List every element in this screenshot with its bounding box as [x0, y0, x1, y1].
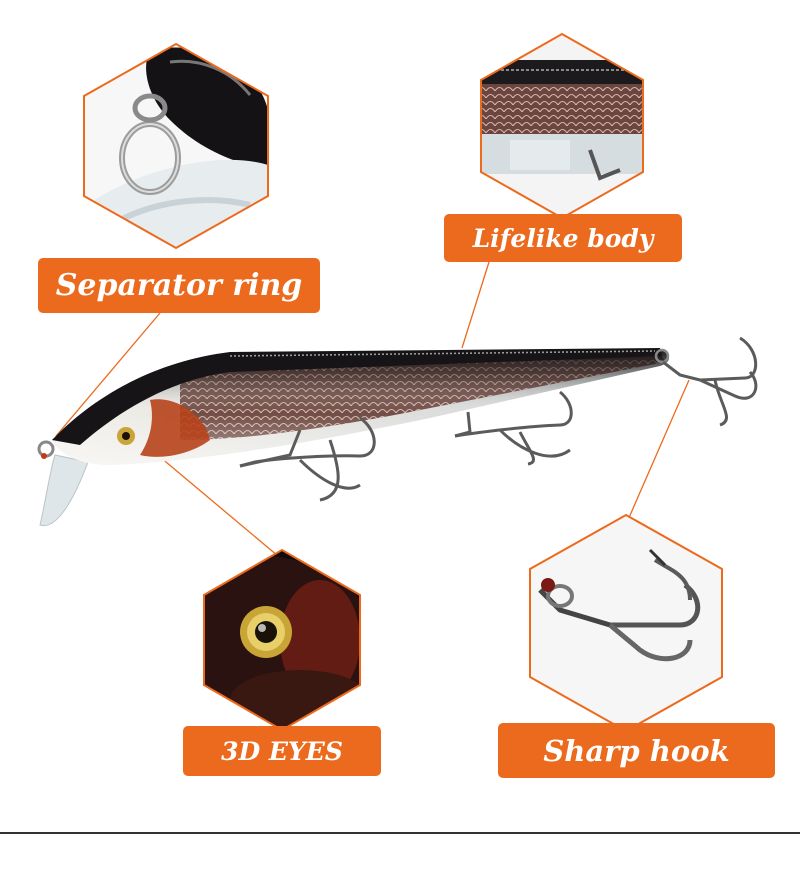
tail-treble-hook: [662, 336, 758, 427]
lure-gill: [140, 399, 210, 457]
treble-hooks: [239, 336, 758, 502]
lure-lip: [39, 454, 89, 527]
leader-separator-ring: [55, 312, 161, 437]
front-treble-hook: [239, 416, 376, 502]
3d-eyes-label: 3D EYES: [183, 726, 381, 776]
lifelike-body-label: Lifelike body: [444, 214, 682, 262]
fishing-lure: [37, 348, 670, 527]
hook-closeup: [529, 513, 723, 733]
sharp-hook-label: Sharp hook: [498, 723, 775, 778]
leader-sharp-hook: [627, 379, 690, 521]
middle-treble-hook: [454, 390, 573, 466]
bottom-divider: [0, 832, 800, 834]
lifelike-body-closeup: [480, 32, 644, 220]
leader-lifelike-body: [461, 261, 490, 349]
separator-ring-label: Separator ring: [38, 258, 320, 313]
eye-closeup: [203, 548, 361, 732]
separator-ring-closeup: [83, 42, 269, 250]
